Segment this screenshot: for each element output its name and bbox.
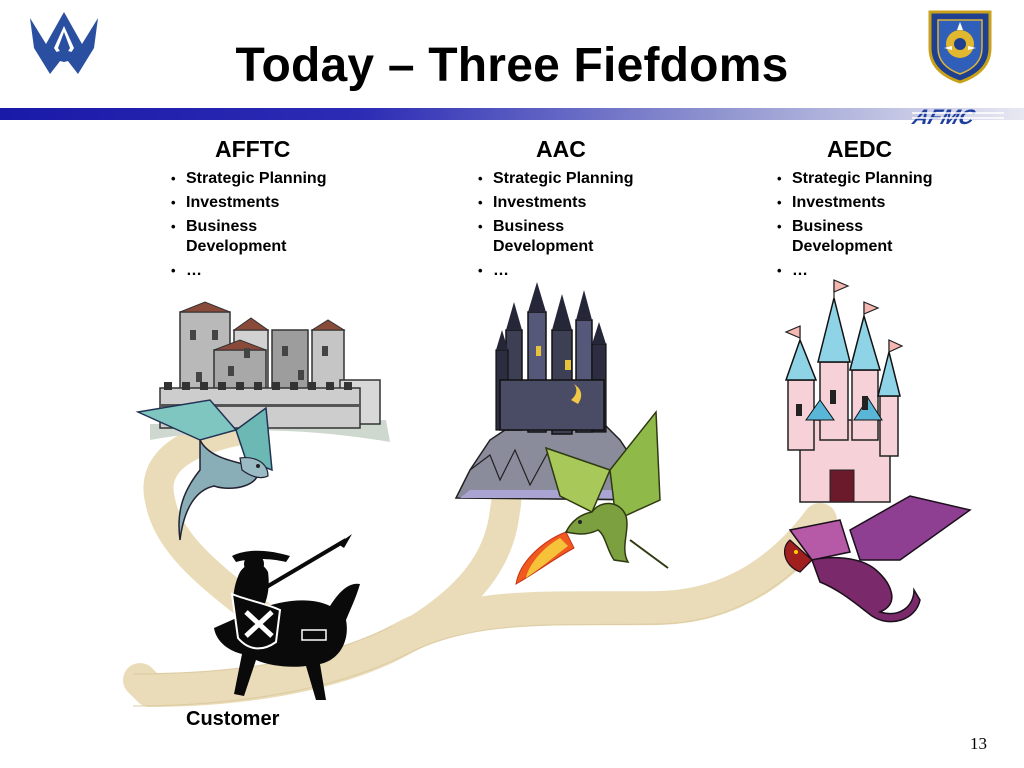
bullet-item: Investments <box>171 193 326 213</box>
slide-title: Today – Three Fiefdoms <box>235 39 789 92</box>
customer-label: Customer <box>186 708 280 730</box>
afmc-wordmark-text: AFMC <box>909 105 979 128</box>
column-heading: AFFTC <box>215 136 291 162</box>
bullet-item: Investments <box>777 193 932 213</box>
bullet-item: Business Development <box>478 217 611 257</box>
bullet-item: Business Development <box>777 217 910 257</box>
column-heading: AAC <box>536 136 586 162</box>
bullet-item: Strategic Planning <box>171 169 326 189</box>
bullet-item: … <box>171 261 326 281</box>
column-aedc: AEDC Strategic Planning Investments Busi… <box>777 136 932 285</box>
knight-on-horse-icon <box>214 534 360 700</box>
teal-dragon-icon <box>135 399 273 541</box>
bullet-list: Strategic Planning Investments Business … <box>777 169 932 281</box>
bullet-list: Strategic Planning Investments Business … <box>478 169 633 281</box>
afmc-wordmark-icon: AFMC <box>909 105 1004 128</box>
afmc-shield-icon <box>928 10 992 84</box>
bullet-item: Investments <box>478 193 633 213</box>
green-dragon-icon <box>544 409 669 569</box>
column-heading: AEDC <box>827 136 893 162</box>
header-divider-bar <box>0 108 1024 120</box>
purple-dragon-icon <box>783 495 972 623</box>
column-afftc: AFFTC Strategic Planning Investments Bus… <box>171 136 326 285</box>
column-aac: AAC Strategic Planning Investments Busin… <box>478 136 633 285</box>
bullet-item: … <box>777 261 932 281</box>
bullet-item: Strategic Planning <box>478 169 633 189</box>
air-force-symbol-icon <box>30 12 98 74</box>
bullet-item: Business Development <box>171 217 304 257</box>
fairytale-castle-icon <box>784 279 904 503</box>
bullet-item: … <box>478 261 633 281</box>
bullet-item: Strategic Planning <box>777 169 932 189</box>
page-number: 13 <box>970 734 987 753</box>
bullet-list: Strategic Planning Investments Business … <box>171 169 326 281</box>
